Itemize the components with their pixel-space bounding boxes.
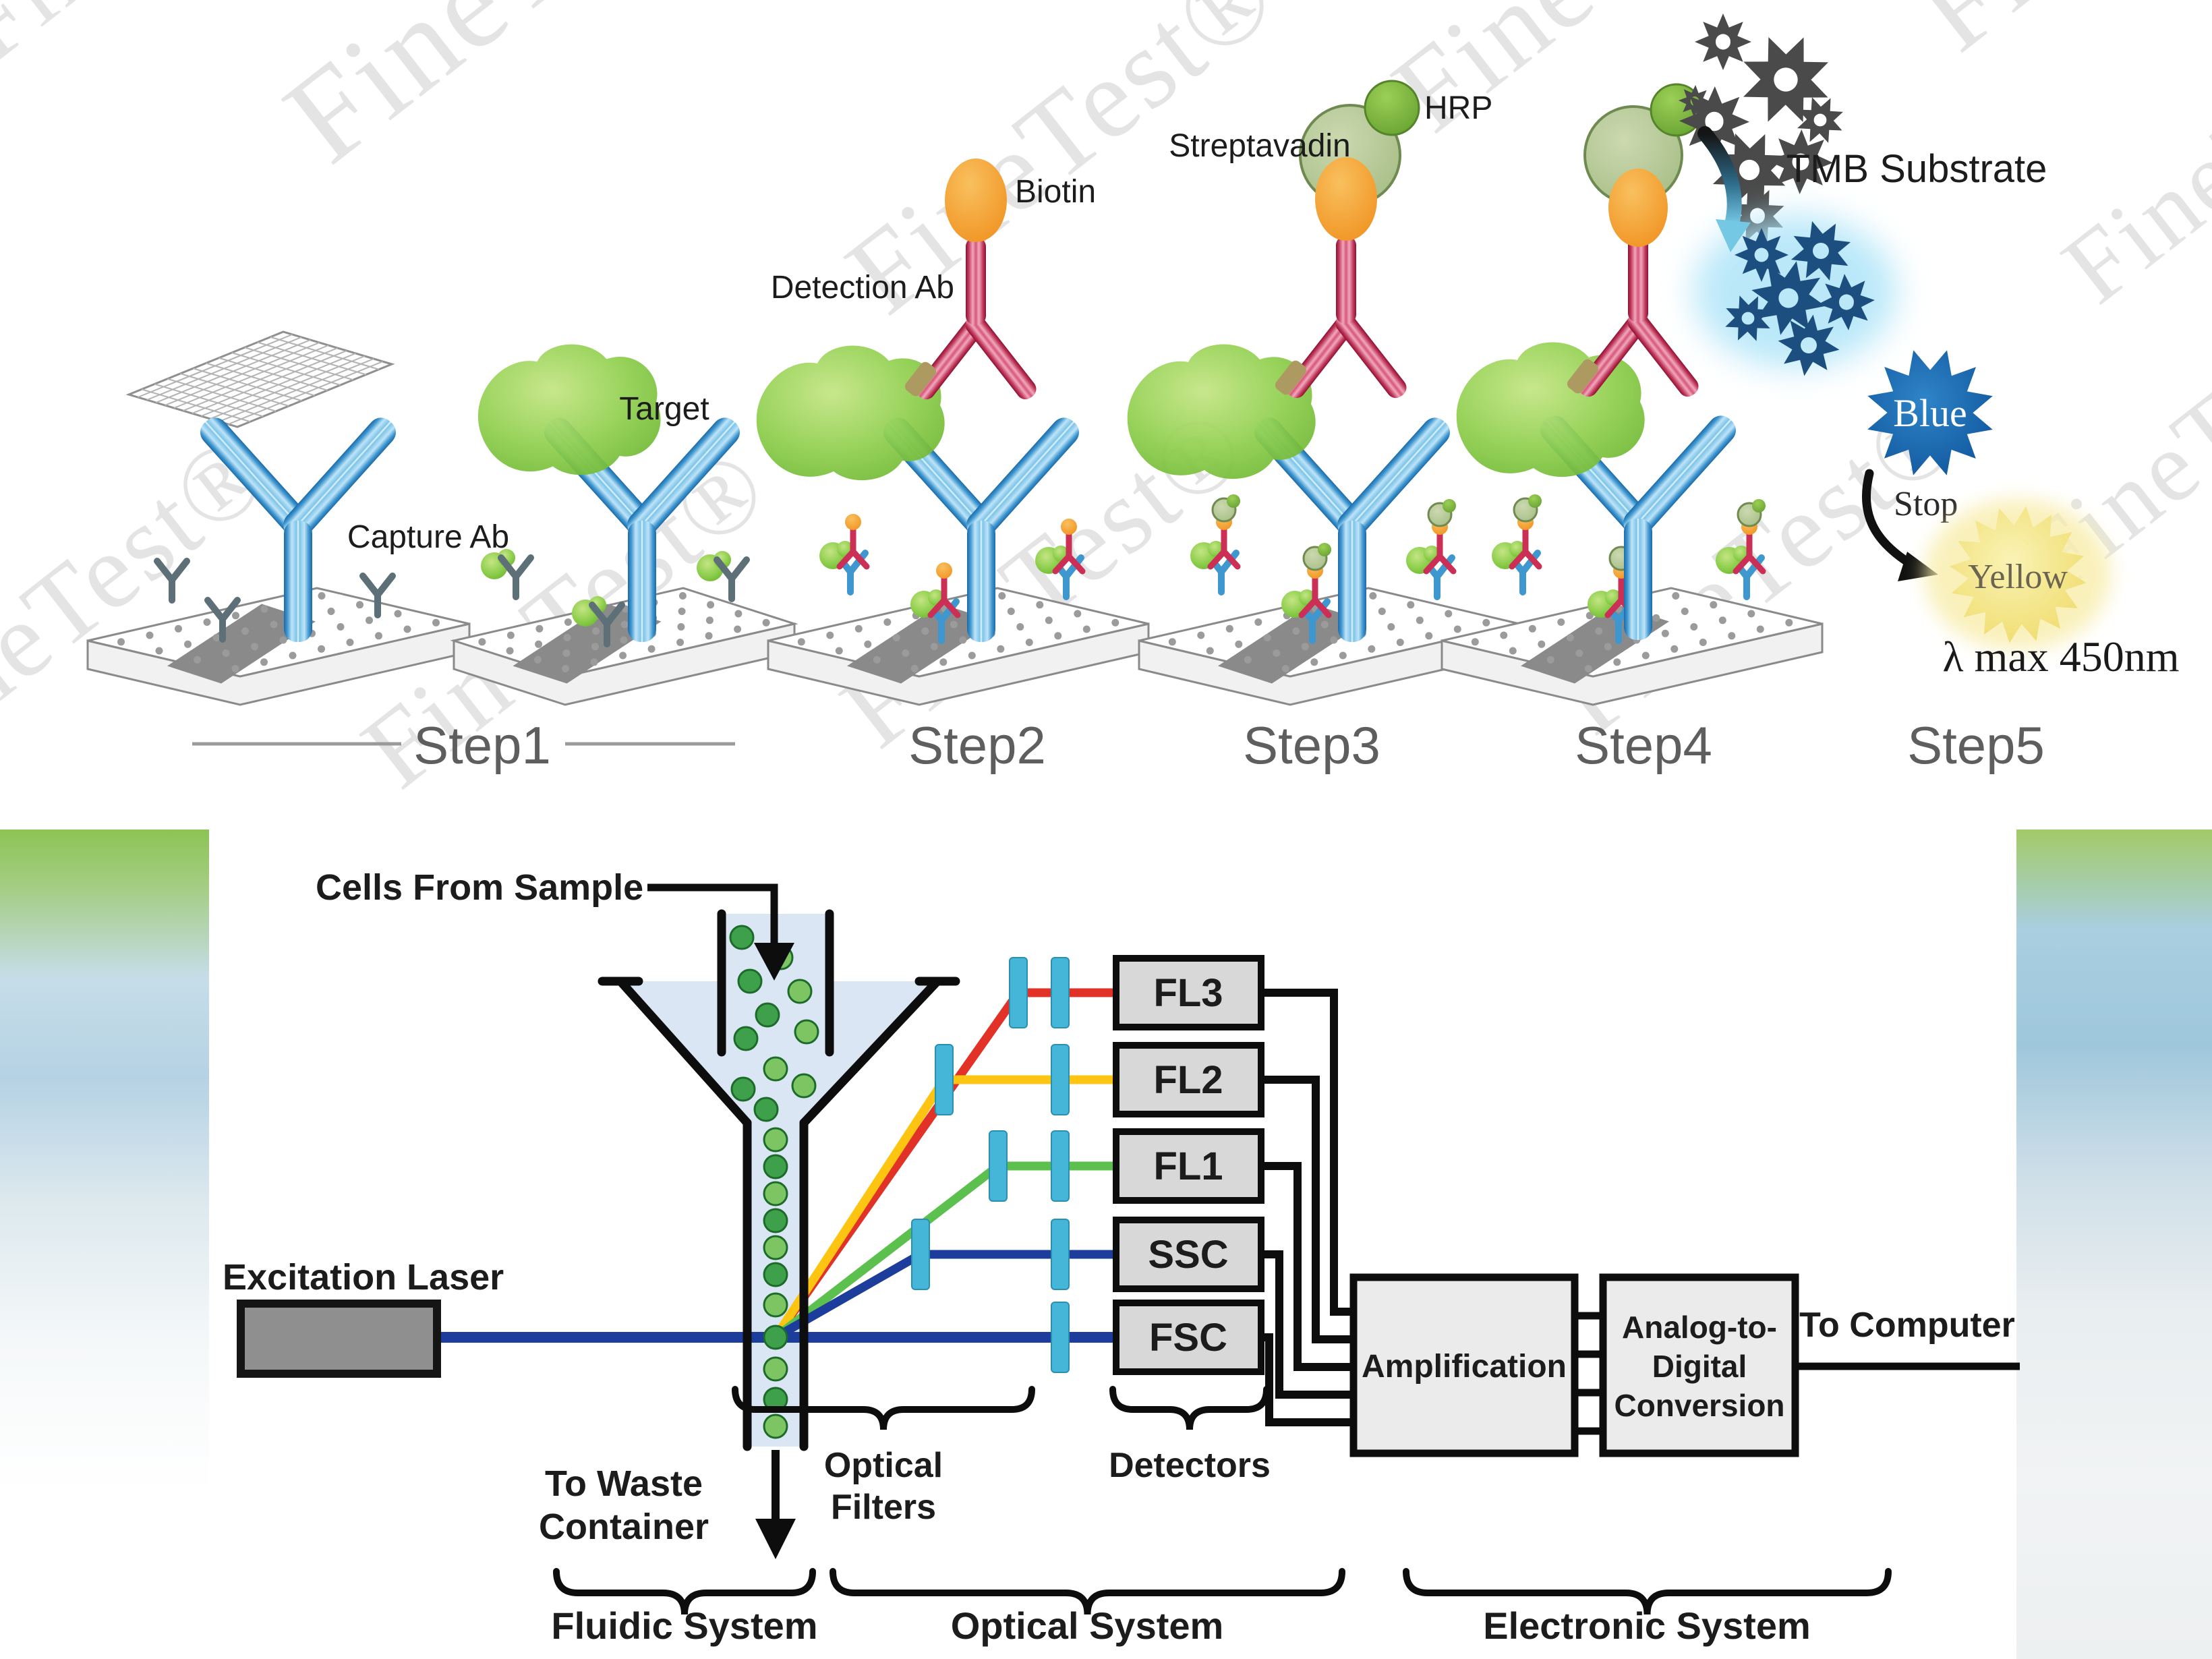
optical-filter-bars [911,957,1070,1373]
detector-box-FL1 [1113,1128,1264,1204]
bound-complex-small [1492,494,1542,595]
reaction-arrow-head [1716,219,1751,252]
step-label-3: Step3 [1243,716,1380,775]
label-fluidic-system: Fluidic System [551,1604,817,1647]
label-optical-filters-2: Filters [831,1488,936,1527]
label-blue: Blue [1893,391,1967,435]
mesh-sheet [125,330,395,428]
step-label-2: Step2 [908,716,1046,775]
bound-complex-small [819,514,870,595]
detector-label-3: SSC [1148,1233,1228,1277]
label-amplification: Amplification [1362,1349,1567,1385]
bound-complex-small [910,562,961,644]
detection-antibody [1577,235,1699,397]
bound-complex-small [1035,519,1086,600]
label-cells-from-sample: Cells From Sample [316,867,643,908]
label-capture-ab: Capture Ab [347,519,509,555]
detector-box-FL2 [1113,1042,1264,1117]
label-electronic-system: Electronic System [1483,1604,1811,1647]
cells-arrow [647,883,778,944]
bound-complex-small [359,573,396,618]
label-detectors: Detectors [1109,1446,1271,1485]
step-label-1: Step1 [413,716,551,775]
bound-complex-small [1406,499,1457,600]
capture-antibody [200,417,396,642]
section-braces [553,1386,1892,1615]
biotin-bead [1608,169,1668,247]
waste-arrow-head [755,1519,796,1559]
hrp-bead [1364,80,1420,136]
target-protein-blob [756,345,945,481]
adc-box [1599,1273,1799,1457]
bound-complex-small [1716,499,1766,600]
detector-label-0: FL3 [1153,971,1223,1015]
stop-arrow [1861,469,1917,570]
label-streptavidin: Streptavadin [1169,128,1351,164]
microplate [450,587,798,706]
sample-cells [729,925,819,1439]
reaction-arrow [1697,126,1742,231]
plate-shadow [847,604,995,684]
tmb-substrate-stars [1679,13,1843,243]
bound-complex-small [572,596,625,647]
tmb-reacted-stars [1725,221,1875,376]
detector-wires [1261,989,1354,1426]
label-optical-system: Optical System [951,1604,1224,1647]
bound-complex-small [204,597,241,643]
amplification-box [1349,1273,1579,1457]
blue-burst [1867,350,1993,475]
gradient-strip-right [2016,830,2212,1659]
label-biotin: Biotin [1015,174,1096,210]
elisa-steps-illustration: Capture Ab Target Detection Ab Biotin Strept… [86,13,2180,775]
bound-complex-small [1190,494,1241,595]
label-container: Container [539,1507,709,1547]
detection-antibody [1285,236,1407,399]
excitation-laser-box [237,1300,441,1378]
cells-arrow-head [754,943,794,981]
optical-rays [772,988,1116,1341]
label-excitation-laser: Excitation Laser [223,1257,504,1298]
label-lambda-max: λ max 450nm [1943,633,2180,680]
label-target: Target [619,391,709,427]
bound-complex-small [1281,543,1332,644]
plate-shadow [1218,604,1366,684]
label-adc-3: Conversion [1614,1388,1784,1423]
step-label-5: Step5 [1907,716,2045,775]
gradient-strip-left [0,830,209,1659]
target-protein-blob [477,344,661,475]
biotin-bead [945,158,1007,242]
label-hrp: HRP [1424,90,1492,126]
bound-complex-small [697,551,750,602]
target-protein-blob [1127,344,1316,479]
detector-label-1: FL2 [1153,1058,1223,1102]
label-optical-filters-1: Optical [824,1446,943,1485]
microplate [86,587,471,706]
elisa-diagram: FineTest®FineTest®FineTest®FineTest®Fine… [0,0,2212,811]
detector-label-2: FL1 [1153,1144,1223,1188]
bound-complex-small [154,558,190,604]
microplate [767,587,1150,706]
label-to-waste: To Waste [545,1463,703,1504]
detector-box-SSC [1113,1217,1264,1292]
label-adc-2: Digital [1652,1349,1747,1384]
label-tmb-substrate: TMB Substrate [1786,147,2047,191]
label-adc-1: Analog-to- [1622,1310,1777,1345]
label-yellow: Yellow [1968,558,2068,596]
label-to-computer: To Computer [1799,1306,2015,1345]
yellow-burst [1949,506,2087,643]
step-label-4: Step4 [1575,716,1712,775]
plate-shadow [167,604,316,684]
detector-label-4: FSC [1149,1316,1227,1360]
bound-complex-small [481,549,534,600]
label-detection-ab: Detection Ab [771,270,954,305]
amp-adc-links [1575,1312,1603,1435]
detector-box-FL3 [1113,955,1264,1030]
label-stop: Stop [1894,485,1958,523]
detection-antibody [915,237,1037,400]
funnel-walls [598,909,960,1451]
biotin-bead [1315,157,1377,241]
